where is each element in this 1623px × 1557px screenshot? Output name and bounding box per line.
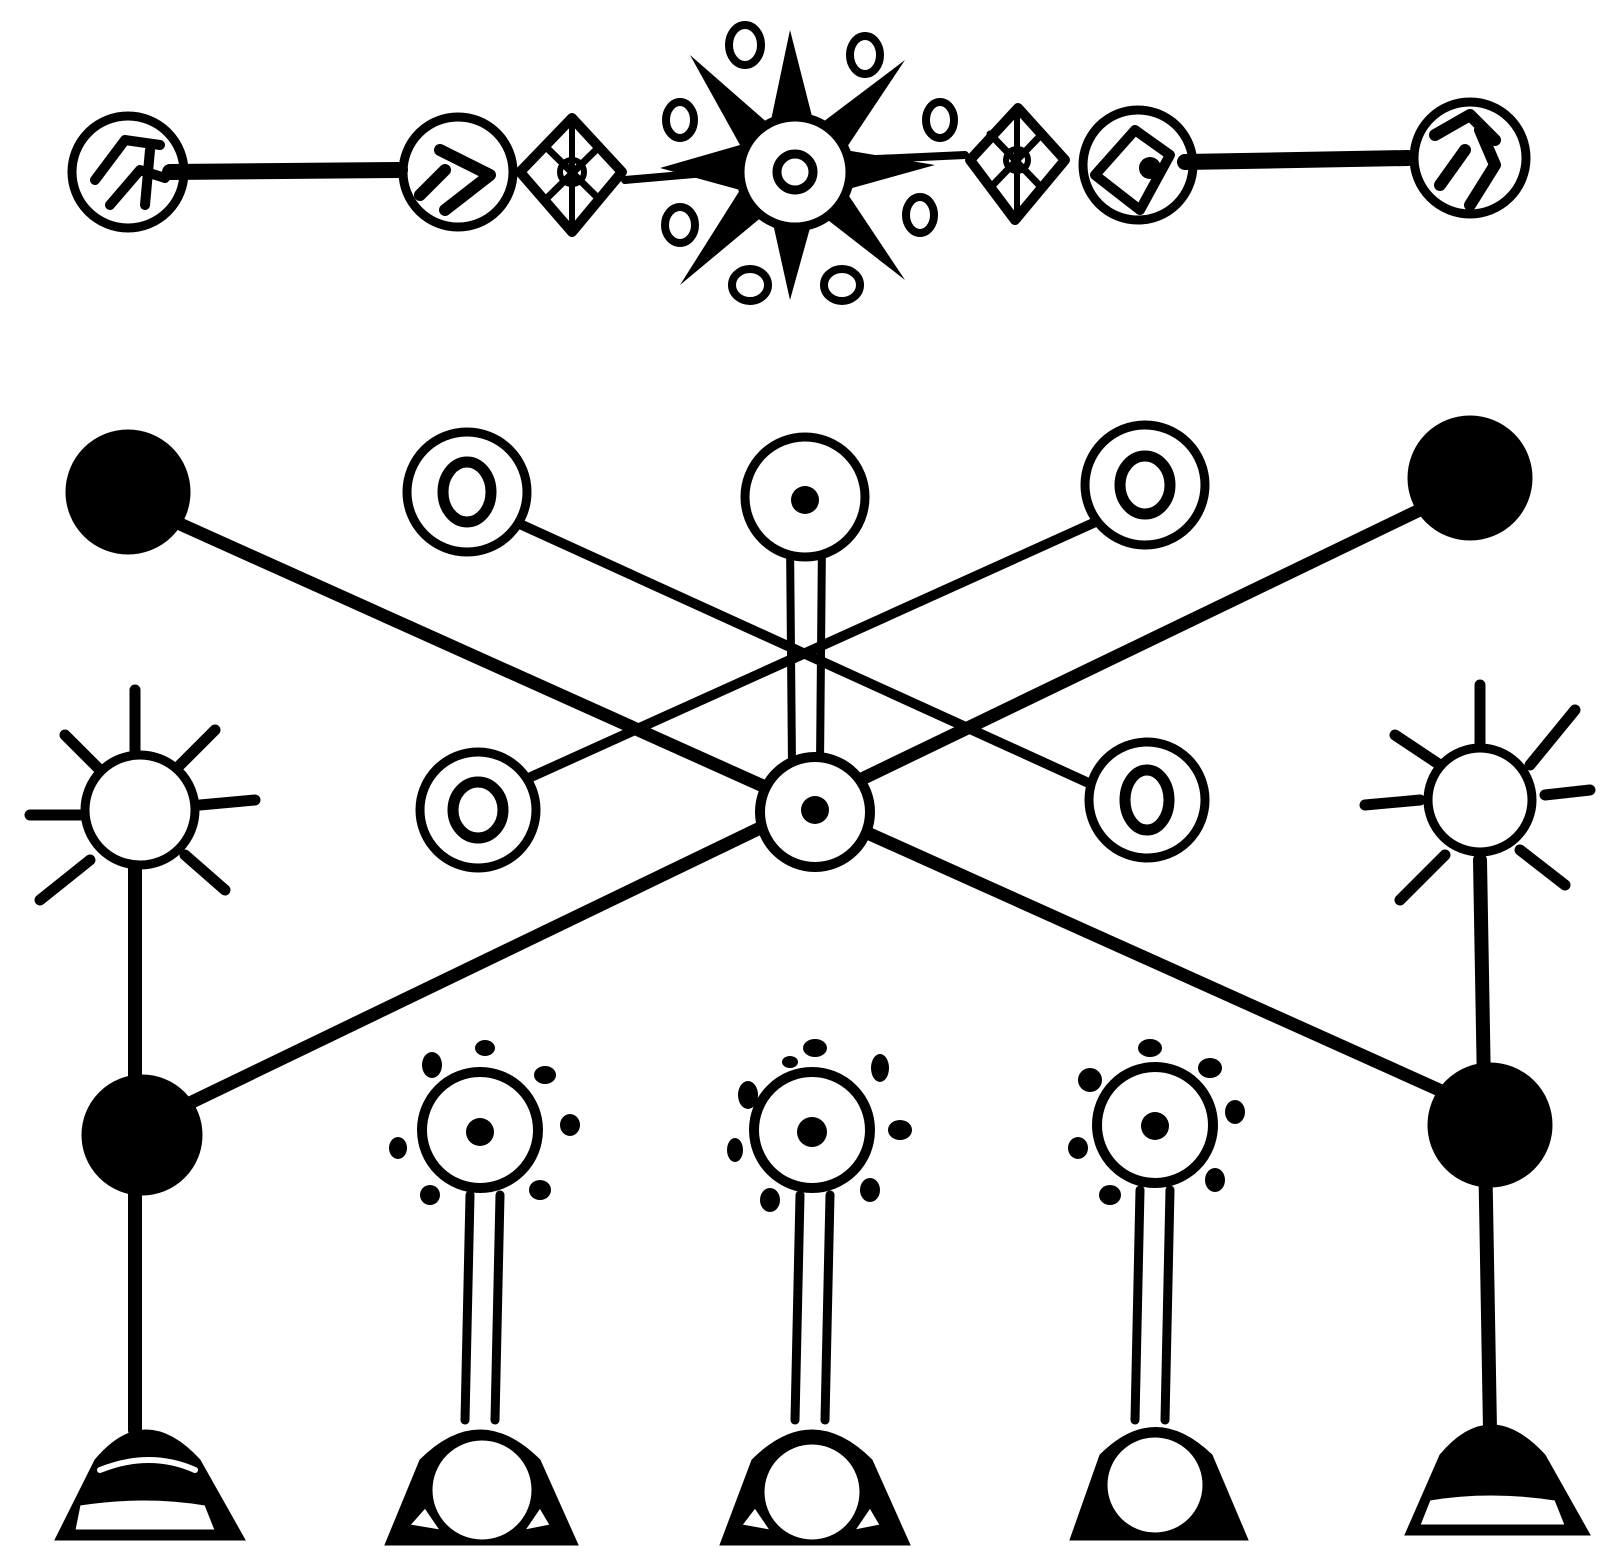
sun-icon-left bbox=[30, 690, 255, 900]
top-bar-right bbox=[1185, 158, 1408, 162]
ring-node-lower-left bbox=[420, 752, 536, 868]
bell-base-inner-left bbox=[385, 1430, 578, 1545]
pillar-right bbox=[1365, 685, 1590, 1535]
ring-node-lower-right bbox=[1089, 742, 1205, 858]
pillar-left bbox=[30, 690, 255, 1540]
top-bar-left bbox=[170, 170, 400, 172]
lamp-stand-left bbox=[385, 1040, 580, 1545]
upper-nodes bbox=[66, 416, 1532, 868]
lamp-stand-center bbox=[720, 1039, 912, 1545]
bell-base-center bbox=[720, 1430, 910, 1545]
center-stem-a bbox=[790, 540, 792, 765]
crossed-diamond-right bbox=[970, 108, 1065, 220]
black-node-top-left bbox=[66, 430, 190, 554]
glyph-disc-inner-right bbox=[1083, 110, 1193, 220]
ring-node-upper-left bbox=[407, 432, 527, 552]
bell-base-left bbox=[55, 1430, 245, 1540]
ring-node-upper-right bbox=[1085, 425, 1205, 545]
bell-base-right bbox=[1405, 1425, 1590, 1535]
ring-node-center bbox=[760, 757, 870, 867]
ring-node-top-center bbox=[745, 437, 865, 557]
black-node-bottom-right bbox=[1428, 1063, 1552, 1187]
black-node-top-right bbox=[1408, 416, 1532, 540]
top-ornament-band bbox=[72, 25, 1526, 301]
lamp-stand-right bbox=[1068, 1039, 1248, 1540]
glyph-disc-inner-left bbox=[403, 117, 513, 227]
glyph-disc-right bbox=[1414, 102, 1526, 214]
crossed-diamond-left bbox=[520, 118, 622, 232]
eight-point-star bbox=[660, 25, 954, 301]
bell-base-inner-right bbox=[1070, 1428, 1248, 1541]
black-node-bottom-left bbox=[82, 1075, 202, 1195]
center-stem-b bbox=[820, 540, 822, 765]
